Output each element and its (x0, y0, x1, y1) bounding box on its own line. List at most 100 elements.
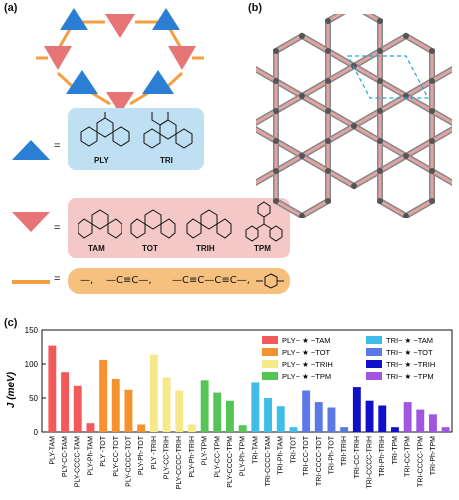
x-tick-label: TRI-CC-TOT (303, 435, 310, 476)
legend-swatch (366, 336, 382, 344)
linker-box (68, 268, 290, 294)
framework-atom (377, 18, 383, 24)
bar (99, 359, 108, 432)
framework-atom (299, 213, 305, 218)
framework-atom (325, 18, 331, 24)
x-tick-label: PLY-CCCC-TOT (126, 435, 133, 487)
x-tick-label: TRI-CC-TRIH (354, 436, 361, 478)
x-tick-label: PLY-CCCC-TPM (227, 436, 234, 488)
linker-phenyl (256, 273, 284, 289)
legend-label: TRI− ★ −TRIH (386, 360, 435, 369)
framework-atom (325, 78, 331, 84)
framework-atom (273, 138, 279, 144)
bar (340, 427, 349, 432)
x-tick-label: PLY-CC-TAM (62, 436, 69, 477)
framework-atom (325, 198, 331, 204)
framework-atom (429, 168, 435, 174)
legend-swatch (262, 348, 278, 356)
hexagon-schematic (36, 8, 204, 116)
panel-b-label: (b) (248, 2, 263, 14)
molecule-label-tri: TRI (160, 156, 173, 165)
legend-label: PLY− ★ −TAM (282, 336, 331, 345)
framework-atom (429, 78, 435, 84)
bar (175, 390, 184, 432)
framework-bond (274, 94, 330, 158)
blue-node (142, 70, 174, 94)
molecule-label-tot: TOT (142, 244, 158, 253)
tri-structure (143, 112, 193, 149)
x-tick-label: PLY-CC-TPM (214, 436, 221, 478)
x-tick-label: TRI-CCCC-TPM (417, 436, 424, 487)
framework-atom (377, 108, 383, 114)
x-tick-label: TRI-TRIH (341, 436, 348, 466)
framework-atom (429, 138, 435, 144)
unit-cell-outline (347, 55, 429, 99)
equals-sign: = (54, 273, 61, 285)
x-tick-label: TRI-TPM (392, 436, 399, 465)
x-tick-label: PLY-Ph-TPM (240, 436, 247, 476)
bar (137, 424, 146, 432)
blue-node-molecules-box (68, 108, 204, 170)
framework-atom (351, 63, 357, 69)
red-node (44, 46, 72, 70)
framework-atom (403, 153, 409, 159)
x-tick-label: PLY-CC-TOT (113, 435, 120, 476)
bar (238, 425, 247, 432)
molecule-label-ply: PLY (94, 156, 109, 165)
bar (111, 379, 120, 432)
tpm-structure (245, 201, 283, 242)
framework-atom (273, 78, 279, 84)
framework-structure (256, 14, 452, 218)
bar (314, 402, 323, 432)
x-tick-label: TRI-TAM (252, 436, 259, 464)
framework-atom (429, 108, 435, 114)
x-tick-label: TRI-Ph-TOT (329, 435, 336, 474)
x-tick-label: TRI-CCCC-TRIH (367, 436, 374, 489)
bar (302, 390, 311, 432)
legend-label: TRI− ★ −TOT (386, 348, 433, 357)
framework-atom (377, 168, 383, 174)
tam-structure (78, 209, 122, 239)
bar (226, 400, 234, 432)
bar (200, 380, 209, 432)
linker-diacetylene: —C≡C—C≡C—, (172, 275, 250, 286)
framework-bond (274, 154, 330, 218)
bar (441, 427, 450, 432)
x-tick-label: PLY-CC-TRIH (164, 436, 171, 479)
linker-single: —, (80, 275, 94, 286)
y-tick-label: 100 (25, 360, 39, 369)
framework-atom (273, 48, 279, 54)
bar (327, 407, 336, 432)
red-node-molecules-box (68, 198, 290, 258)
legend-swatch (262, 372, 278, 380)
bar (162, 377, 171, 432)
bar (86, 423, 95, 432)
tot-structure (130, 209, 176, 239)
bar (73, 385, 82, 432)
linker-symbol (12, 280, 50, 284)
red-triangle-symbol (12, 212, 50, 232)
red-node (106, 92, 134, 114)
framework-atom (299, 33, 305, 39)
framework-atom (351, 123, 357, 129)
bar (188, 424, 196, 432)
x-tick-label: PLY -TOT (100, 435, 107, 466)
framework-atom (325, 138, 331, 144)
legend-swatch (262, 360, 278, 368)
bar (251, 382, 260, 432)
equals-sign: = (54, 140, 61, 152)
x-tick-label: TRI-Ph-TPM (430, 436, 437, 475)
bar (352, 387, 361, 432)
y-tick-label: 150 (25, 326, 39, 335)
x-tick-label: PLY-TAM (49, 436, 56, 465)
bar (124, 389, 133, 432)
bar (264, 398, 272, 432)
framework-bond (378, 34, 434, 98)
x-tick-label: TRI-CCCC-TOT (316, 435, 323, 486)
legend-swatch (366, 360, 382, 368)
bar (378, 405, 387, 432)
x-tick-label: PLY-CCCC-TRIH (176, 436, 183, 489)
framework-atom (299, 153, 305, 159)
red-node (168, 46, 196, 70)
